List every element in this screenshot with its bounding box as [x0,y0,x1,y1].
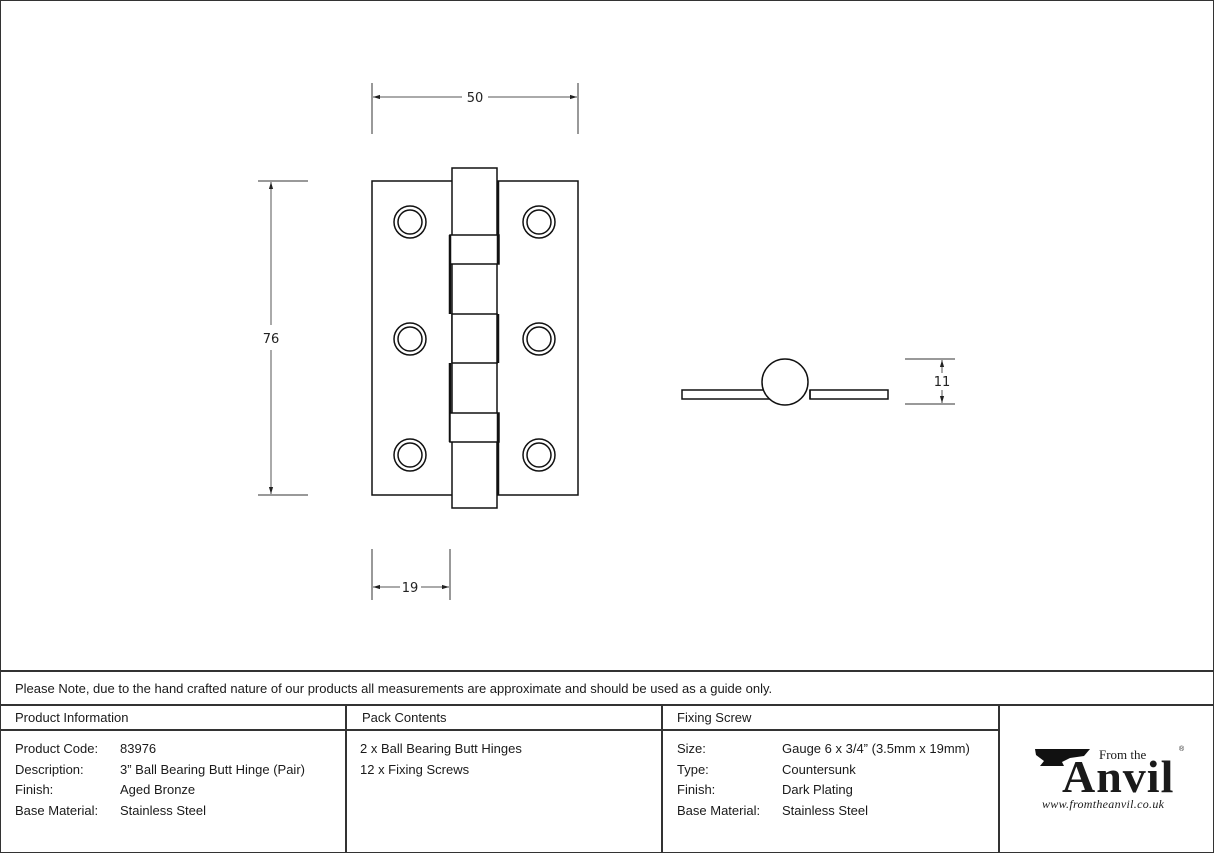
product-information-panel: Product Information Product Code: 83976 … [0,706,347,853]
dimension-leaf-width: 19 [371,549,451,600]
screw-row-finish: Finish: Dark Plating [677,780,998,801]
hinge-front-view [371,167,579,509]
measurement-note: Please Note, due to the hand crafted nat… [0,670,1214,706]
info-row-finish: Finish: Aged Bronze [15,780,345,801]
screw-row-size: Size: Gauge 6 x 3/4” (3.5mm x 19mm) [677,739,998,760]
logo-url: www.fromtheanvil.co.uk [1042,797,1165,811]
info-label: Finish: [15,782,54,797]
svg-text:76: 76 [263,332,280,347]
product-information-title: Product Information [0,706,345,731]
fixing-screw-title: Fixing Screw [663,706,998,731]
svg-text:11: 11 [934,375,951,390]
dimension-width: 50 [371,83,579,134]
pack-item: 2 x Ball Bearing Butt Hinges [360,741,522,756]
info-value: Stainless Steel [120,802,206,818]
dimension-thickness: 11 [905,358,955,405]
svg-text:19: 19 [402,581,419,596]
dimension-height: 76 [258,180,308,496]
info-label: Base Material: [15,802,99,818]
pack-item: 12 x Fixing Screws [360,761,470,777]
screw-value: Dark Plating [782,782,853,797]
pack-contents-title: Pack Contents [347,706,661,731]
screw-label: Type: [677,761,709,777]
screw-value: Stainless Steel [782,802,868,818]
screw-value: Gauge 6 x 3/4” (3.5mm x 19mm) [782,741,970,756]
info-value: Aged Bronze [120,782,196,797]
screw-holes [393,205,556,472]
svg-text:50: 50 [467,91,484,106]
screw-value: Countersunk [782,761,856,777]
info-row-description: Description: 3” Ball Bearing Butt Hinge … [15,760,345,781]
hinge-side-view [681,358,889,406]
logo-brand: Anvil [1062,751,1175,802]
info-value: 83976 [120,741,157,756]
screw-row-base-material: Base Material: Stainless Steel [677,801,998,822]
fixing-screw-panel: Fixing Screw Size: Gauge 6 x 3/4” (3.5mm… [663,706,1000,853]
screw-label: Size: [677,741,706,756]
info-row-product-code: Product Code: 83976 [15,739,345,760]
registered-mark: ® [1179,746,1185,753]
anvil-icon [1035,749,1090,766]
info-label: Product Code: [15,741,99,756]
screw-row-type: Type: Countersunk [677,760,998,781]
screw-label: Finish: [677,782,716,797]
info-value: 3” Ball Bearing Butt Hinge (Pair) [120,761,305,777]
from-the-anvil-logo: From the Anvil ® www.fromtheanvil.co.uk [1000,706,1214,853]
screw-label: Base Material: [677,802,761,818]
logo-from-the: From the [1099,747,1147,762]
info-label: Description: [15,761,84,777]
info-row-base-material: Base Material: Stainless Steel [15,801,345,822]
technical-drawing: 50 76 19 [258,83,955,600]
pack-contents-panel: Pack Contents 2 x Ball Bearing Butt Hing… [347,706,663,853]
